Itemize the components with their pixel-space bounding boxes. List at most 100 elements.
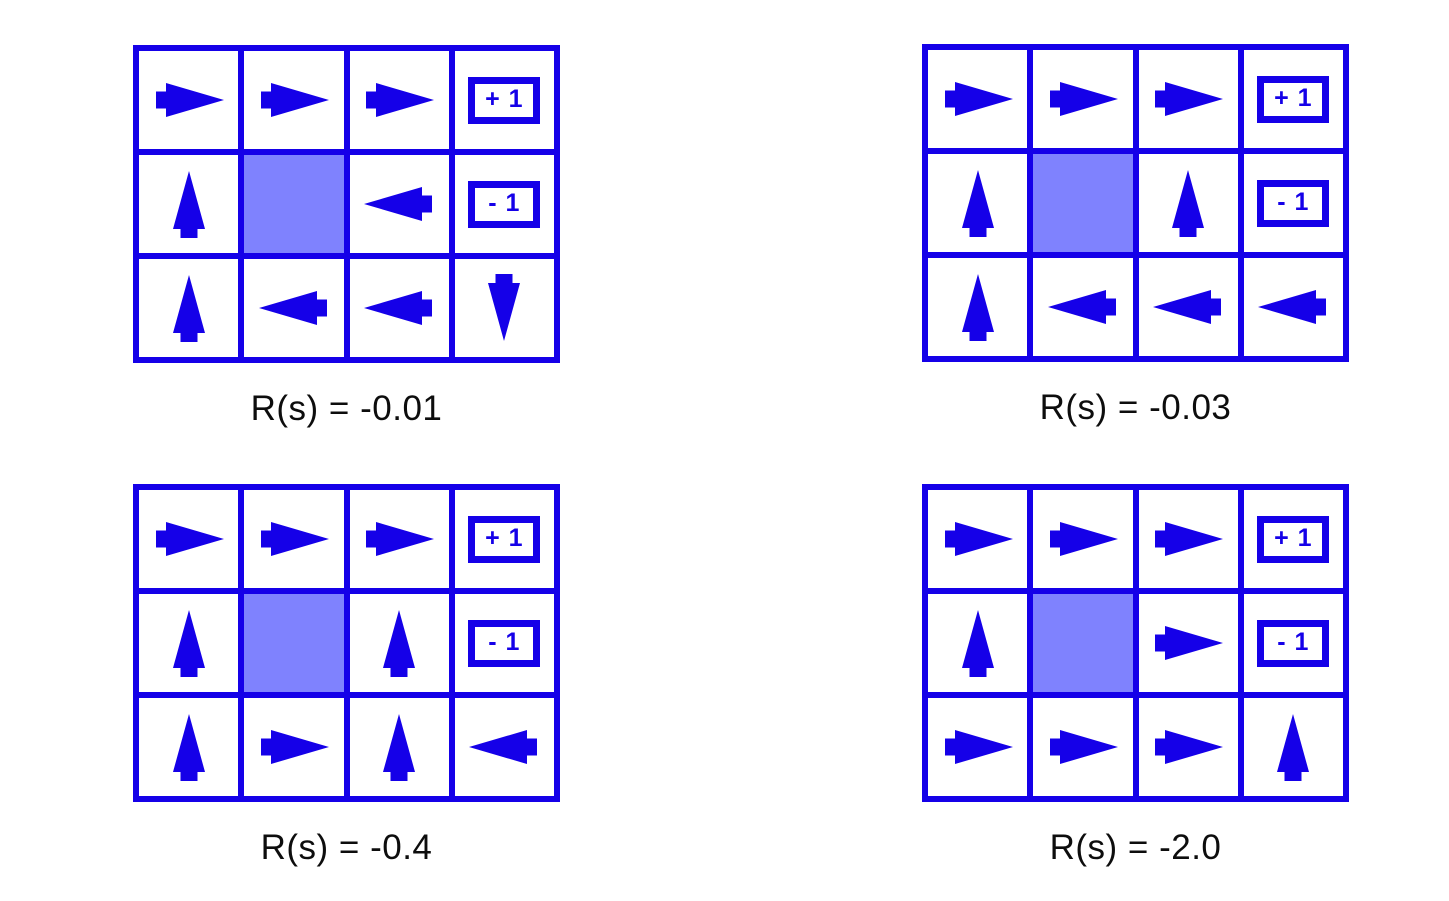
arrow-tail — [1179, 224, 1197, 237]
arrow-right-icon — [152, 63, 226, 137]
policy-cell-right[interactable] — [928, 490, 1028, 588]
policy-cell-up[interactable] — [349, 594, 449, 692]
arrow-right-icon — [257, 502, 331, 576]
arrow-tail — [1103, 298, 1116, 316]
policy-cell-right[interactable] — [1033, 490, 1133, 588]
terminal-cell[interactable]: + 1 — [1243, 490, 1343, 588]
policy-cell-right[interactable] — [1138, 50, 1238, 148]
policy-cell-left[interactable] — [349, 259, 449, 357]
policy-cell-left[interactable] — [1243, 258, 1343, 356]
terminal-cell[interactable]: + 1 — [454, 51, 554, 149]
policy-cell-up[interactable] — [928, 594, 1028, 692]
arrow-head — [1059, 82, 1118, 116]
arrow-right-icon — [941, 710, 1015, 784]
terminal-cell[interactable]: - 1 — [454, 155, 554, 253]
arrow-head — [1059, 730, 1118, 764]
policy-cell-right[interactable] — [349, 51, 449, 149]
arrow-up-icon — [152, 710, 226, 784]
policy-cell-left[interactable] — [454, 698, 554, 796]
arrow-tail — [180, 329, 198, 342]
terminal-cell[interactable]: + 1 — [454, 490, 554, 588]
policy-cell-down[interactable] — [454, 259, 554, 357]
arrow-left-icon — [362, 271, 436, 345]
reward-positive-icon: + 1 — [1257, 515, 1330, 563]
arrow-left-icon — [1046, 270, 1120, 344]
policy-cell-left[interactable] — [1033, 258, 1133, 356]
arrow-tail — [1155, 530, 1168, 548]
policy-cell-right[interactable] — [1033, 50, 1133, 148]
policy-cell-up[interactable] — [349, 698, 449, 796]
gridworld-grid-panel-bottom-right: + 1 - 1 — [922, 484, 1349, 802]
policy-cell-up[interactable] — [139, 259, 239, 357]
arrow-up-icon — [152, 167, 226, 241]
arrow-tail — [969, 328, 987, 341]
arrow-head — [954, 82, 1013, 116]
policy-cell-up[interactable] — [139, 594, 239, 692]
policy-cell-up[interactable] — [139, 698, 239, 796]
policy-cell-right[interactable] — [139, 490, 239, 588]
arrow-tail — [390, 768, 408, 781]
reward-positive-icon: + 1 — [468, 515, 541, 563]
arrow-head — [1047, 290, 1106, 324]
policy-cell-right[interactable] — [244, 698, 344, 796]
policy-cell-right[interactable] — [1033, 698, 1133, 796]
arrow-tail — [155, 530, 168, 548]
arrow-head — [270, 522, 329, 556]
policy-cell-left[interactable] — [1138, 258, 1238, 356]
arrow-head — [1258, 290, 1317, 324]
arrow-head — [376, 522, 435, 556]
arrow-head — [954, 522, 1013, 556]
policy-cell-right[interactable] — [1138, 490, 1238, 588]
policy-cell-right[interactable] — [244, 51, 344, 149]
arrow-up-icon — [941, 166, 1015, 240]
policy-cell-up[interactable] — [928, 154, 1028, 252]
arrow-tail — [1155, 738, 1168, 756]
arrow-tail — [1155, 634, 1168, 652]
arrow-right-icon — [1151, 710, 1225, 784]
policy-cell-right[interactable] — [244, 490, 344, 588]
reward-negative-icon: - 1 — [468, 180, 541, 228]
policy-cell-left[interactable] — [244, 259, 344, 357]
arrow-left-icon — [467, 710, 541, 784]
arrow-right-icon — [362, 63, 436, 137]
policy-cell-right[interactable] — [928, 50, 1028, 148]
gridworld-grid-panel-bottom-left: + 1 - 1 — [133, 484, 560, 802]
terminal-cell[interactable]: + 1 — [1243, 50, 1343, 148]
policy-cell-right[interactable] — [1138, 698, 1238, 796]
policy-panel-top-right: + 1- 1 R(s) = -0.03 — [922, 44, 1349, 428]
arrow-head — [383, 714, 416, 772]
arrow-head — [469, 730, 528, 764]
arrow-right-icon — [1046, 710, 1120, 784]
arrow-head — [961, 274, 994, 332]
arrow-head — [165, 522, 224, 556]
arrow-tail — [1314, 298, 1327, 316]
policy-cell-right[interactable] — [928, 698, 1028, 796]
policy-panel-bottom-left: + 1- 1 R(s) = -0.4 — [133, 484, 560, 868]
arrow-tail — [944, 738, 957, 756]
arrow-head — [1165, 82, 1224, 116]
gridworld-grid-panel-top-left: + 1 - 1 — [133, 45, 560, 363]
policy-cell-right[interactable] — [139, 51, 239, 149]
policy-cell-up[interactable] — [928, 258, 1028, 356]
reward-negative-icon: - 1 — [1257, 179, 1330, 227]
terminal-cell[interactable]: - 1 — [454, 594, 554, 692]
arrow-up-icon — [941, 270, 1015, 344]
arrow-tail — [260, 91, 273, 109]
terminal-cell[interactable]: - 1 — [1243, 594, 1343, 692]
arrow-up-icon — [1151, 166, 1225, 240]
terminal-cell[interactable]: - 1 — [1243, 154, 1343, 252]
policy-cell-up[interactable] — [1243, 698, 1343, 796]
policy-cell-up[interactable] — [1138, 154, 1238, 252]
arrow-left-icon — [257, 271, 331, 345]
policy-cell-right[interactable] — [349, 490, 449, 588]
policy-cell-right[interactable] — [1138, 594, 1238, 692]
policy-cell-left[interactable] — [349, 155, 449, 253]
arrow-tail — [180, 768, 198, 781]
arrow-right-icon — [1046, 62, 1120, 136]
arrow-head — [172, 171, 205, 229]
policy-cell-up[interactable] — [139, 155, 239, 253]
arrow-right-icon — [1151, 62, 1225, 136]
arrow-down-icon — [467, 271, 541, 345]
arrow-tail — [969, 664, 987, 677]
